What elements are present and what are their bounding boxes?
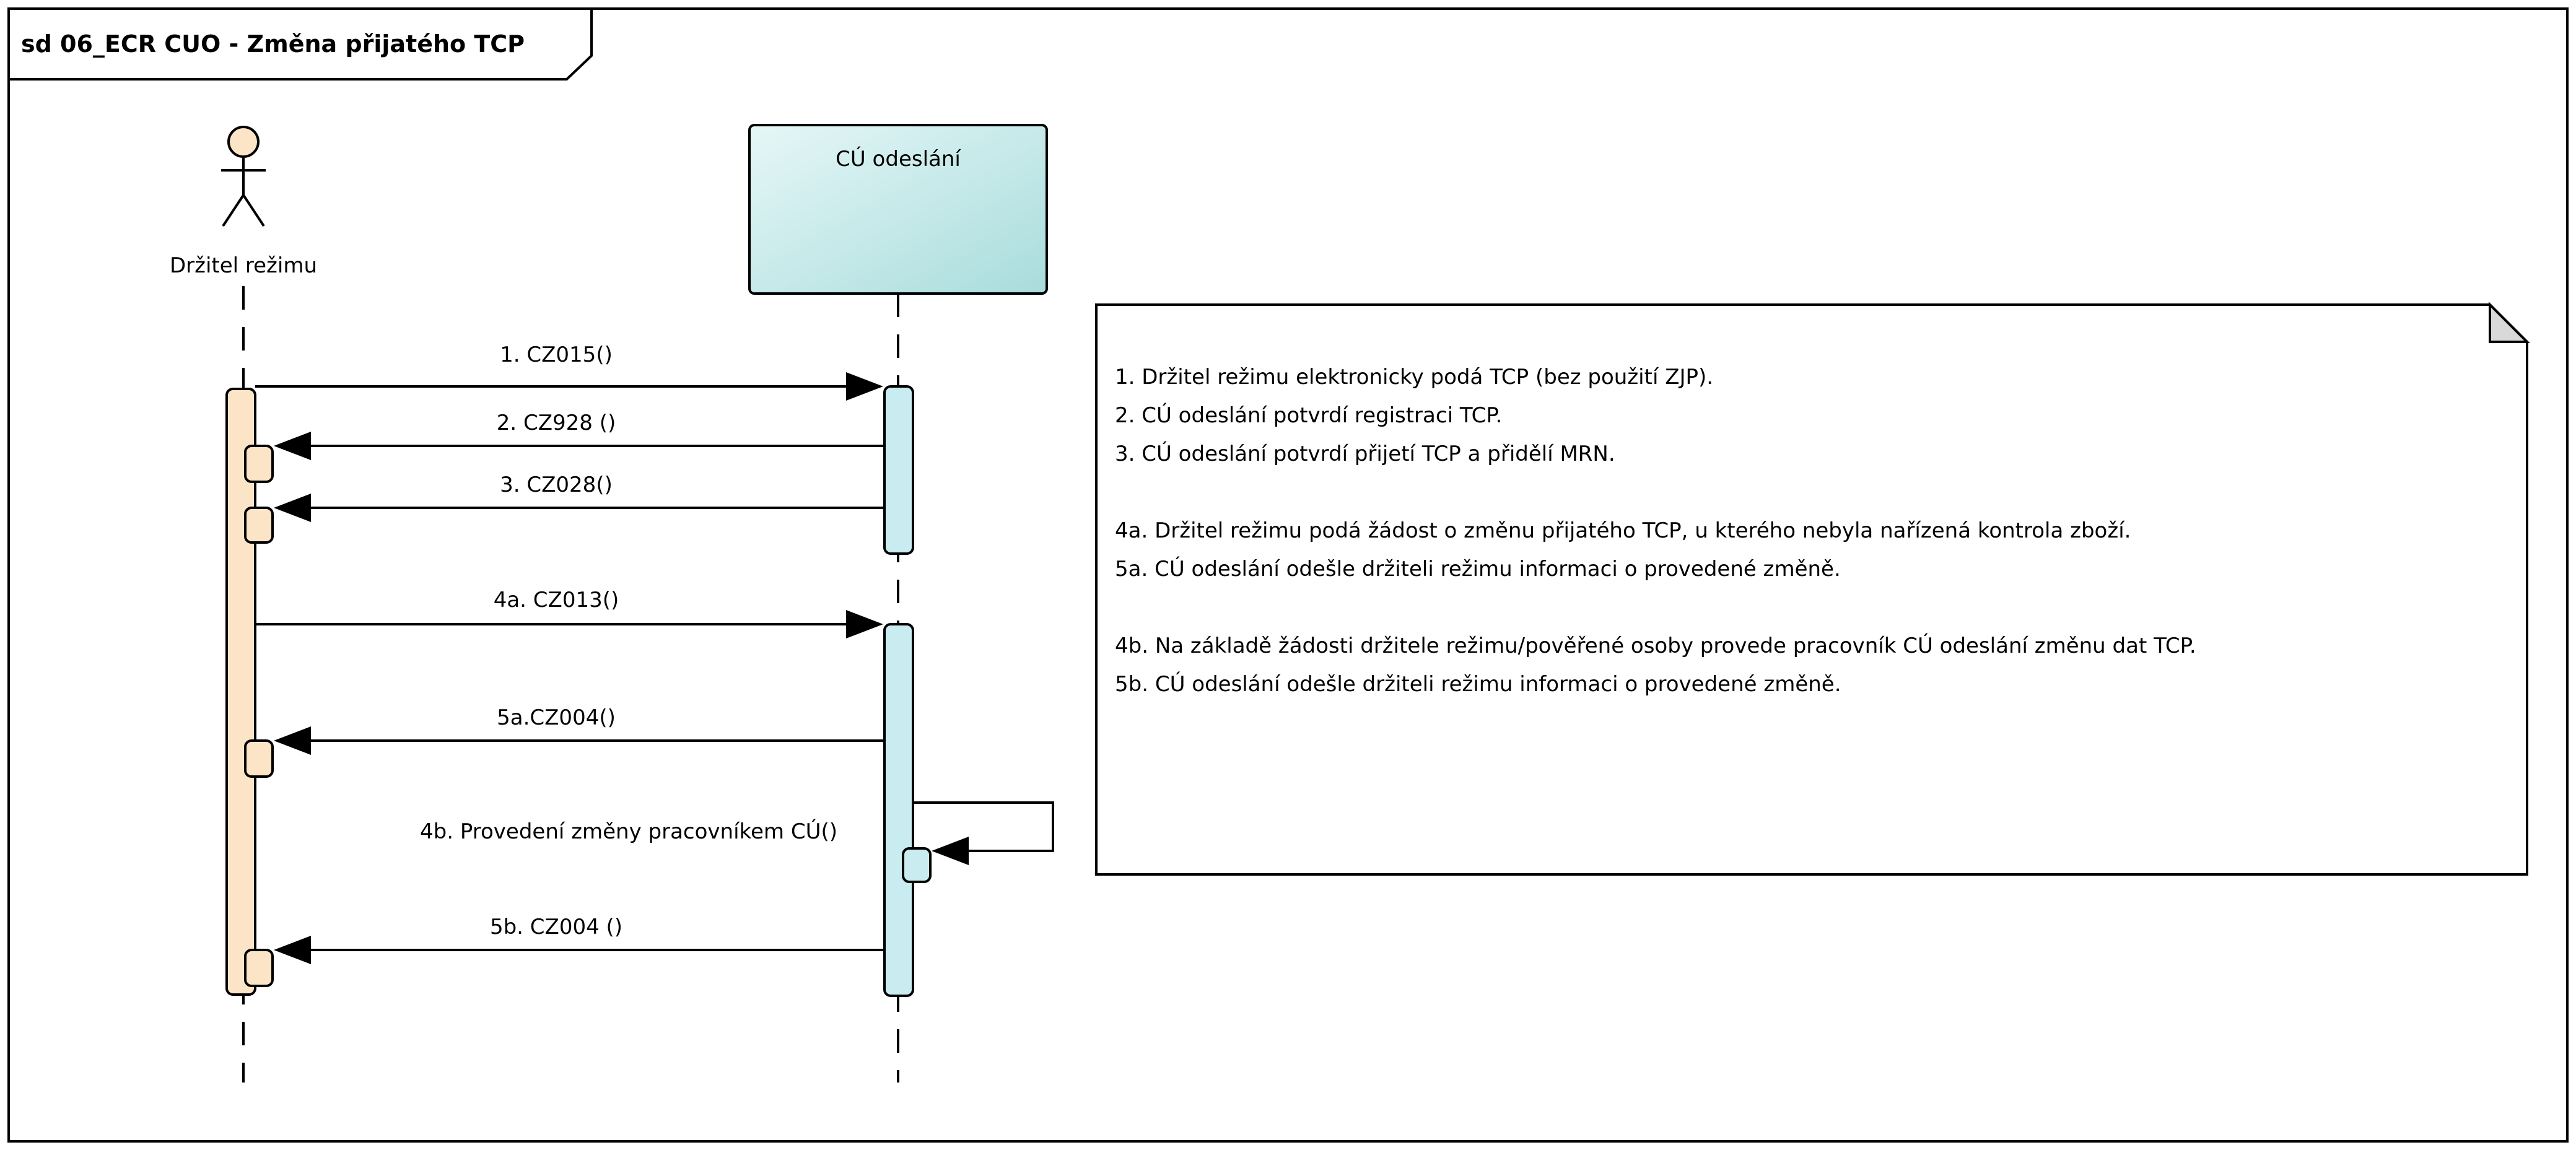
- system-activation-bar-2: [883, 623, 914, 997]
- message-1: 1. CZ015(): [255, 342, 883, 401]
- message-3: 3. CZ028(): [274, 473, 884, 522]
- frame-title: sd 06_ECR CUO - Změna přijatého TCP: [21, 30, 525, 58]
- arrowhead: [846, 372, 883, 401]
- message-2: 2. CZ928 (): [274, 411, 884, 460]
- frame-title-tab: [7, 7, 593, 81]
- note-line: 5b. CÚ odeslání odešle držiteli režimu i…: [1115, 671, 1841, 697]
- actor-activation-return-2: [244, 445, 274, 483]
- message-label-3: 3. CZ028(): [500, 473, 613, 497]
- note: 1. Držitel režimu elektronicky podá TCP …: [1095, 302, 2530, 876]
- arrowhead: [274, 936, 311, 964]
- arrowhead: [932, 837, 969, 865]
- message-label-4a: 4a. CZ013(): [494, 588, 619, 612]
- note-line: 1. Držitel režimu elektronicky podá TCP …: [1115, 365, 1713, 390]
- note-line: 5a. CÚ odeslání odešle držiteli režimu i…: [1115, 556, 1841, 582]
- actor-icon: [221, 126, 266, 227]
- system-self-activation: [902, 847, 932, 883]
- message-label-5a: 5a.CZ004(): [497, 705, 616, 730]
- message-4b-self: 4b. Provedení změny pracovníkem CÚ(): [420, 801, 1054, 865]
- message-label-2: 2. CZ928 (): [497, 411, 616, 435]
- arrowhead: [274, 726, 311, 755]
- arrowhead: [274, 432, 311, 460]
- message-5b: 5b. CZ004 (): [274, 915, 884, 964]
- system-activation-bar-1: [883, 385, 914, 555]
- actor-activation-return-5a: [244, 739, 274, 778]
- note-folded-corner: [2489, 302, 2530, 343]
- actor-activation-return-5b: [244, 949, 274, 987]
- message-4a: 4a. CZ013(): [255, 588, 883, 638]
- arrowhead: [274, 494, 311, 522]
- note-line: 2. CÚ odeslání potvrdí registraci TCP.: [1115, 403, 1502, 428]
- system-name: CÚ odeslání: [836, 146, 961, 172]
- message-label-4b: 4b. Provedení změny pracovníkem CÚ(): [420, 819, 837, 844]
- actor-name: Držitel režimu: [170, 253, 317, 278]
- note-line: 3. CÚ odeslání potvrdí přijetí TCP a při…: [1115, 441, 1615, 466]
- arrowhead: [846, 610, 883, 638]
- message-label-1: 1. CZ015(): [500, 342, 613, 367]
- message-5a: 5a.CZ004(): [274, 705, 884, 755]
- actor-activation-return-3: [244, 507, 274, 544]
- note-line: 4b. Na základě žádosti držitele režimu/p…: [1115, 633, 2196, 658]
- note-text: 1. Držitel režimu elektronicky podá TCP …: [1115, 365, 2196, 697]
- message-label-5b: 5b. CZ004 (): [490, 915, 622, 939]
- note-line: 4a. Držitel režimu podá žádost o změnu p…: [1115, 518, 2131, 543]
